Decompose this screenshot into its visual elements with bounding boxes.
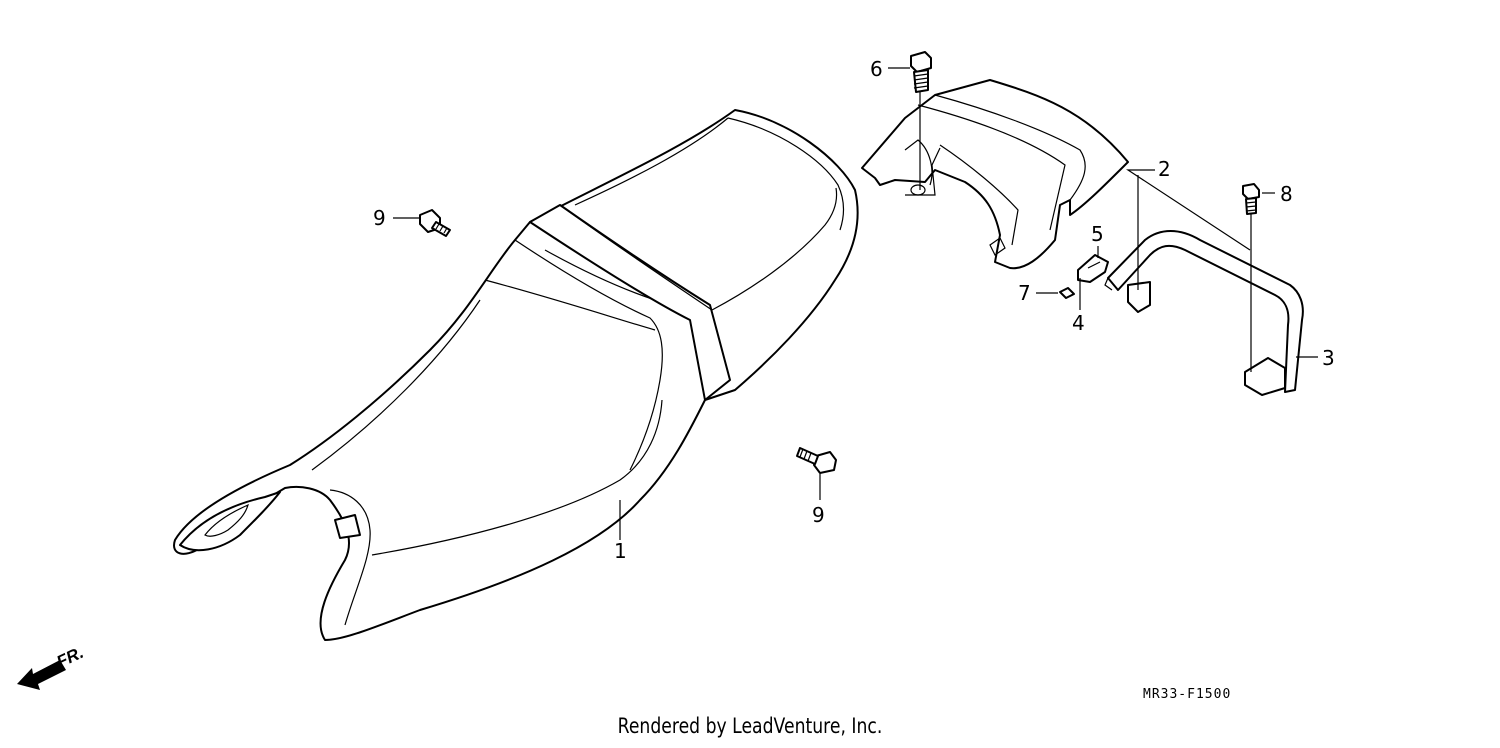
rear-cowl-part[interactable] [861,79,1129,270]
callout-8: 8 [1280,182,1293,206]
callout-9-lower: 9 [812,503,825,527]
grab-rail-part[interactable] [1104,230,1304,396]
bolt-9b-part[interactable] [796,447,837,474]
callout-6: 6 [870,57,883,81]
seat-part[interactable] [173,109,859,641]
diagram-code: MR33-F1500 [1143,687,1231,702]
bolt-6-part[interactable] [910,51,932,93]
bracket-part[interactable] [1077,254,1109,283]
bolt-9a-part[interactable] [419,209,451,237]
callout-7: 7 [1018,281,1031,305]
front-arrow-icon [17,660,66,690]
render-credit: Rendered by LeadVenture, Inc. [617,714,883,738]
screw-7-part[interactable] [1059,287,1075,299]
front-direction-indicator: FR. [17,643,87,690]
callout-3: 3 [1322,346,1335,370]
callout-5: 5 [1091,222,1104,246]
bolt-8-part[interactable] [1242,183,1260,215]
callout-1: 1 [614,539,627,563]
callout-4: 4 [1072,311,1085,335]
callout-9-left: 9 [373,206,386,230]
callout-2: 2 [1158,157,1171,181]
leader-lines [393,67,1318,540]
